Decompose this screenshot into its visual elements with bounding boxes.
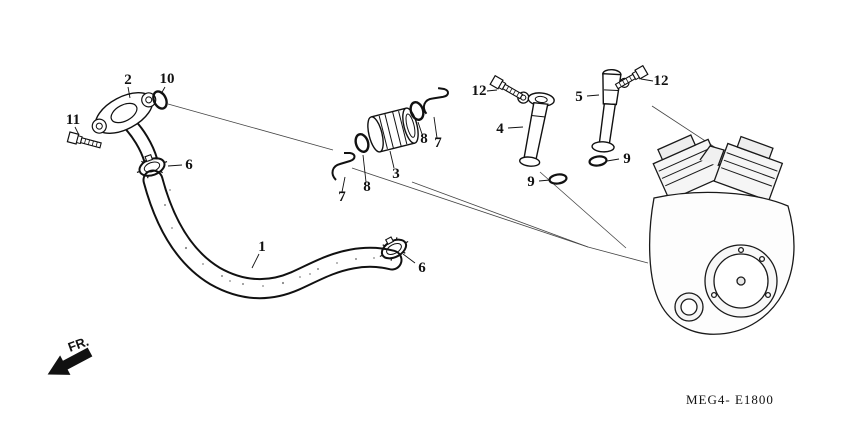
part-label-4: 4 (496, 121, 504, 137)
rear-cylinder (652, 134, 726, 202)
part-label-6a: 6 (185, 157, 193, 173)
part-oring-8a (352, 131, 372, 155)
part-label-2: 2 (124, 72, 132, 88)
leader-lines (74, 78, 654, 269)
part-label-5: 5 (575, 89, 583, 105)
part-water-pipe-5 (591, 68, 630, 153)
fr-label: FR. (66, 334, 91, 355)
diagram-code: MEG4- E1800 (686, 392, 774, 407)
fr-direction-arrow (47, 347, 93, 375)
part-label-11: 11 (66, 112, 80, 128)
part-clip-a (331, 152, 356, 181)
part-label-8a: 8 (363, 179, 371, 195)
part-oring-10 (149, 88, 171, 112)
part-label-6b: 6 (418, 260, 426, 276)
part-label-10: 10 (160, 71, 175, 87)
part-bolt-12a (489, 75, 525, 102)
hose-texture (164, 189, 375, 287)
engine-block (649, 134, 795, 335)
reference-lines (167, 103, 717, 264)
front-cylinder (713, 135, 784, 202)
part-clip-b (421, 85, 450, 118)
part-label-12b: 12 (654, 73, 669, 89)
part-label-7b: 7 (434, 135, 442, 151)
part-oring-9b (547, 172, 569, 186)
part-label-8b: 8 (420, 131, 428, 147)
part-label-1: 1 (258, 239, 266, 255)
part-water-joint (91, 92, 159, 164)
part-oring-9a (587, 154, 609, 168)
part-label-12a: 12 (472, 83, 487, 99)
part-bolt-11 (66, 131, 103, 151)
part-pipe-collar (367, 107, 419, 153)
part-label-3: 3 (392, 166, 400, 182)
part-water-hose (142, 169, 403, 300)
part-label-7a: 7 (338, 189, 346, 205)
part-label-9b: 9 (527, 174, 535, 190)
part-label-9a: 9 (623, 151, 631, 167)
part-water-pipe-4 (517, 91, 555, 167)
part-labels: 1 2 3 4 5 6 6 7 7 8 8 9 9 10 11 12 12 (66, 71, 669, 276)
